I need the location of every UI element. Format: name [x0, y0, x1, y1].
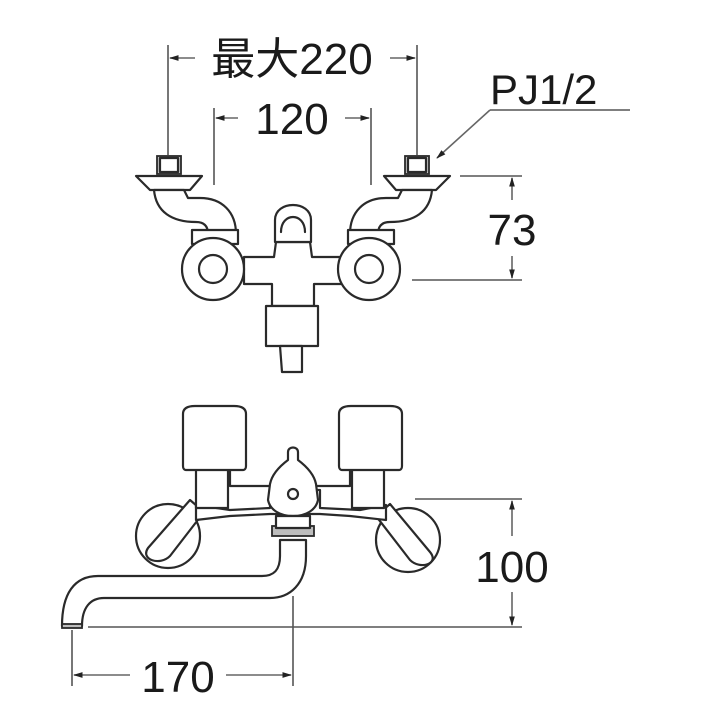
thread-spec-label: PJ1/2 — [490, 66, 597, 113]
left-elbow-pipe — [152, 188, 238, 236]
right-loop-inner — [374, 502, 434, 567]
left-valve-stem — [194, 466, 230, 510]
leader-arrow — [436, 109, 491, 159]
right-valve-inner — [353, 253, 385, 285]
diverter-screw — [286, 487, 300, 501]
right-nut-face — [406, 156, 428, 174]
left-inlet-fitting — [134, 155, 238, 236]
dim-spout-height-label: 100 — [475, 543, 548, 592]
right-inlet-fitting — [348, 155, 452, 236]
front-view: 100 170 — [60, 404, 549, 702]
dim-min-spacing-label: 120 — [255, 95, 328, 144]
top-body — [242, 240, 344, 308]
top-view: 最大220 120 PJ1/2 73 — [134, 35, 630, 374]
left-handle[interactable] — [181, 404, 248, 472]
diverter-knob-inner — [279, 215, 307, 234]
right-connector — [310, 468, 352, 488]
left-nut-face — [158, 156, 180, 174]
right-elbow-pipe — [348, 188, 434, 236]
right-handle[interactable] — [337, 404, 404, 472]
spout-tip — [61, 623, 83, 629]
right-flange — [382, 174, 452, 192]
diverter-knob-top — [273, 204, 313, 244]
left-connector — [228, 468, 272, 488]
spout-stub — [278, 344, 304, 374]
diverter-lever[interactable] — [266, 446, 320, 518]
front-spout — [60, 538, 308, 628]
left-flange — [134, 174, 204, 192]
spout-block — [264, 304, 320, 348]
right-valve-stem — [350, 466, 386, 510]
left-valve-inner — [197, 253, 229, 285]
diverter-base — [274, 514, 312, 530]
dim-height-label: 73 — [488, 206, 537, 255]
dim-max-spacing-label: 最大220 — [211, 35, 372, 84]
dim-spout-reach-label: 170 — [141, 653, 214, 702]
